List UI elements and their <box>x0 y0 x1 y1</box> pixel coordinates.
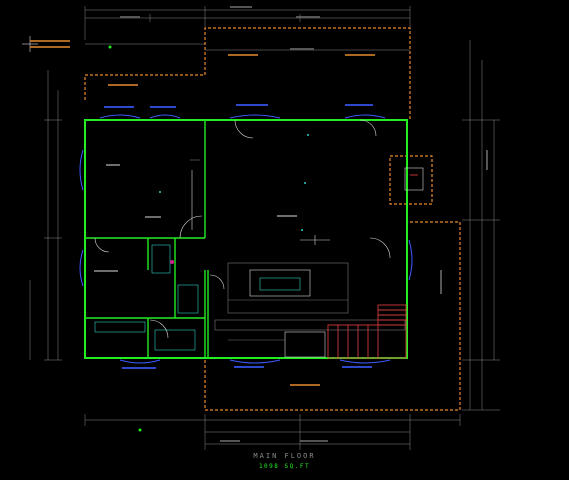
exterior-walls <box>84 119 408 359</box>
markers <box>108 45 309 432</box>
compass-icon <box>22 36 38 52</box>
stair-icon <box>327 304 407 359</box>
fireplace-icon <box>404 167 424 191</box>
windows <box>79 114 413 364</box>
illegible-annotations <box>30 6 488 442</box>
dimension-lines <box>29 6 500 450</box>
porch-outlines <box>84 27 461 411</box>
floor-title: MAIN FLOOR <box>253 452 316 460</box>
floor-area: 1098 SQ.FT <box>258 463 311 470</box>
